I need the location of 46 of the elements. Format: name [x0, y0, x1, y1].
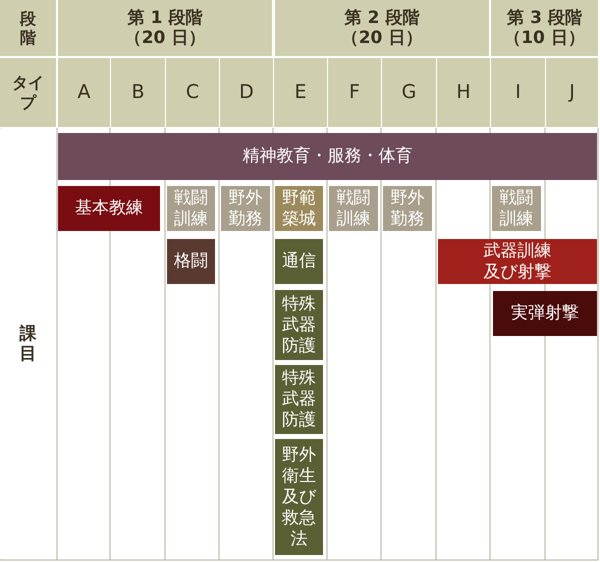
stage-header: 段階	[19, 8, 37, 48]
subject-label: 格闘	[174, 251, 208, 272]
type-label: F	[349, 81, 360, 104]
subject-bar	[275, 239, 323, 284]
subject-label: 実弾射撃	[511, 303, 579, 324]
subject-label: 通信	[282, 251, 316, 272]
type-label: H	[456, 81, 471, 104]
stage-header: 第 3 段階（10 日）	[503, 8, 586, 48]
type-label: J	[569, 81, 575, 104]
type-label: D	[239, 81, 254, 104]
type-label: E	[294, 81, 306, 104]
type-label: C	[186, 81, 200, 104]
subject-bar	[167, 186, 215, 231]
type-label: G	[402, 81, 416, 104]
subject-bar	[383, 186, 432, 231]
subject-bar	[492, 186, 541, 231]
subject-label: 野範築城	[282, 188, 316, 230]
type-header: タイプ	[11, 73, 45, 112]
subject-label: 野外衛生及び救急法	[282, 444, 316, 550]
subject-label: 特殊武器防護	[282, 294, 316, 356]
subject-bar	[221, 186, 270, 231]
subject-label: 戦闘訓練	[500, 188, 534, 230]
subject-bar	[58, 186, 160, 231]
subject-bar	[438, 239, 597, 284]
subject-bar	[275, 365, 323, 434]
stage-header: 第 2 段階（20 日）	[340, 8, 424, 48]
type-label: B	[131, 81, 145, 104]
subject-label: 野外勤務	[228, 188, 262, 230]
subject-label: 野外勤務	[390, 188, 424, 230]
subject-label: 特殊武器防護	[282, 368, 316, 431]
type-label: I	[515, 81, 521, 104]
subject-bar	[275, 186, 323, 231]
subject-label: 武器訓練及び射撃	[482, 240, 552, 282]
subject-bar	[275, 439, 323, 555]
subject-label: 精神教育・服務・体育	[242, 146, 412, 167]
subject-label: 戦闘訓練	[174, 188, 208, 230]
subject-label: 基本教練	[75, 198, 143, 219]
subject-bar	[493, 291, 597, 336]
subject-bar	[329, 186, 378, 231]
subject-label: 戦闘訓練	[336, 188, 370, 230]
subject-header: 課目	[18, 324, 38, 364]
type-label: A	[78, 81, 90, 104]
subject-bar	[167, 239, 215, 284]
subject-bar	[275, 290, 323, 360]
subject-bar	[58, 133, 597, 180]
stage-header: 第 1 段階（20 日）	[124, 8, 206, 48]
